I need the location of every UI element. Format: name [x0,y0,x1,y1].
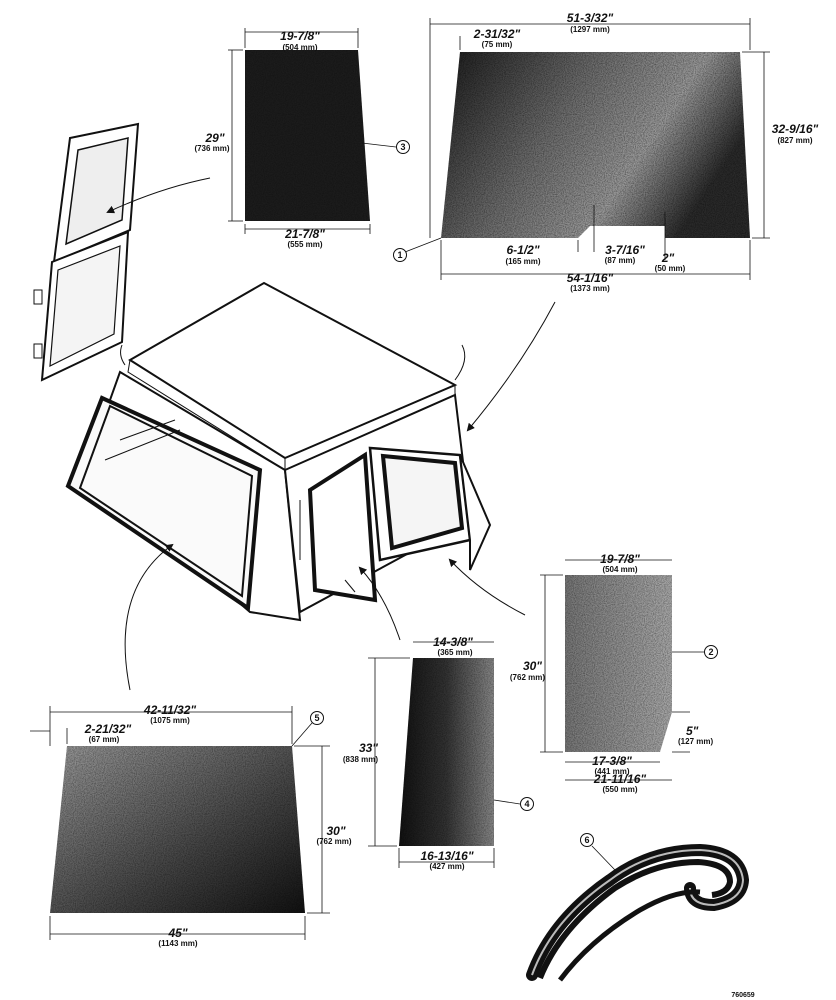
mr-bottom-width-mm: (550 mm) [602,785,637,794]
bl-top-width: 42-11/32" [143,703,196,717]
tr-bottom-width: 54-1/16" [567,271,614,285]
bl-inset-mm: (67 mm) [89,735,120,744]
tl-bottom-width: 21-7/8" [284,227,325,241]
glass-panel-mid-right: 19-7/8" (504 mm) 30" (762 mm) 5" (127 mm… [510,552,718,794]
mr-bottom-width: 21-11/16" [593,772,646,786]
cab-assembly [65,281,556,691]
bl-top-width-mm: (1075 mm) [150,716,190,725]
tr-notch-width-mm: (87 mm) [605,256,636,265]
glass-panel-bottom-left: 42-11/32" (1075 mm) 2-21/32" (67 mm) 30"… [30,703,352,948]
tr-bottom-width-mm: (1373 mm) [570,284,610,293]
m-bottom-width: 16-13/16" [420,849,473,863]
callout-3 [396,140,410,154]
tr-height-mm: (827 mm) [777,136,812,145]
callout-6-label: 6 [584,835,589,845]
tr-notch-depth-mm: (50 mm) [655,264,686,273]
callout-3-label: 3 [400,142,405,152]
callout-5 [310,711,324,725]
mr-inner-width-mm: (441 mm) [594,767,629,776]
mr-corner: 5" [686,724,699,738]
drawing-reference-number: 760659 [731,992,754,999]
callout-6 [580,833,594,847]
bl-inset: 2-21/32" [84,722,132,736]
tl-height-mm: (736 mm) [194,144,229,153]
mr-height-mm: (762 mm) [510,673,545,682]
tr-notch-offset: 6-1/2" [506,243,539,257]
tr-top-width: 51-3/32" [567,11,614,25]
tl-top-width: 19-7/8" [280,29,320,43]
m-bottom-width-mm: (427 mm) [429,862,464,871]
callout-1 [393,248,407,262]
callout-1-label: 1 [397,250,402,260]
tr-notch-offset-mm: (165 mm) [505,257,540,266]
weatherstrip-seal: 6 [526,833,750,982]
mr-corner-mm: (127 mm) [678,737,713,746]
glass-panel-mid: 14-3/8" (365 mm) 33" (838 mm) 16-13/16" … [343,635,534,871]
bl-height-mm: (762 mm) [316,837,351,846]
glass-panel-top-right: 51-3/32" (1297 mm) 2-31/32" (75 mm) 32-9… [393,11,819,293]
mr-height: 30" [523,659,542,673]
callout-4-label: 4 [524,799,529,809]
callout-5-label: 5 [314,713,319,723]
mr-top-width-mm: (504 mm) [602,565,637,574]
tr-inset: 2-31/32" [473,27,521,41]
tr-top-width-mm: (1297 mm) [570,25,610,34]
m-height-mm: (838 mm) [343,755,378,764]
tr-inset-mm: (75 mm) [482,40,513,49]
callout-2-label: 2 [708,647,713,657]
tl-bottom-width-mm: (555 mm) [287,240,322,249]
callout-2 [704,645,718,659]
m-top-width: 14-3/8" [433,635,473,649]
callout-4 [520,797,534,811]
door-exploded [33,122,211,382]
mr-top-width: 19-7/8" [600,552,640,566]
tr-notch-width: 3-7/16" [605,243,645,257]
tr-height: 32-9/16" [772,122,819,136]
tl-height: 29" [204,131,224,145]
m-top-width-mm: (365 mm) [437,648,472,657]
bl-height: 30" [326,824,345,838]
tr-notch-depth: 2" [661,251,675,265]
bl-bottom-width-mm: (1143 mm) [158,939,197,948]
mr-inner-width: 17-3/8" [592,754,632,768]
glass-panel-top-left: 19-7/8" (504 mm) 29" (736 mm) 21-7/8" (5… [194,28,410,249]
bl-bottom-width: 45" [167,926,187,940]
tl-top-width-mm: (504 mm) [282,43,317,52]
m-height: 33" [359,741,378,755]
